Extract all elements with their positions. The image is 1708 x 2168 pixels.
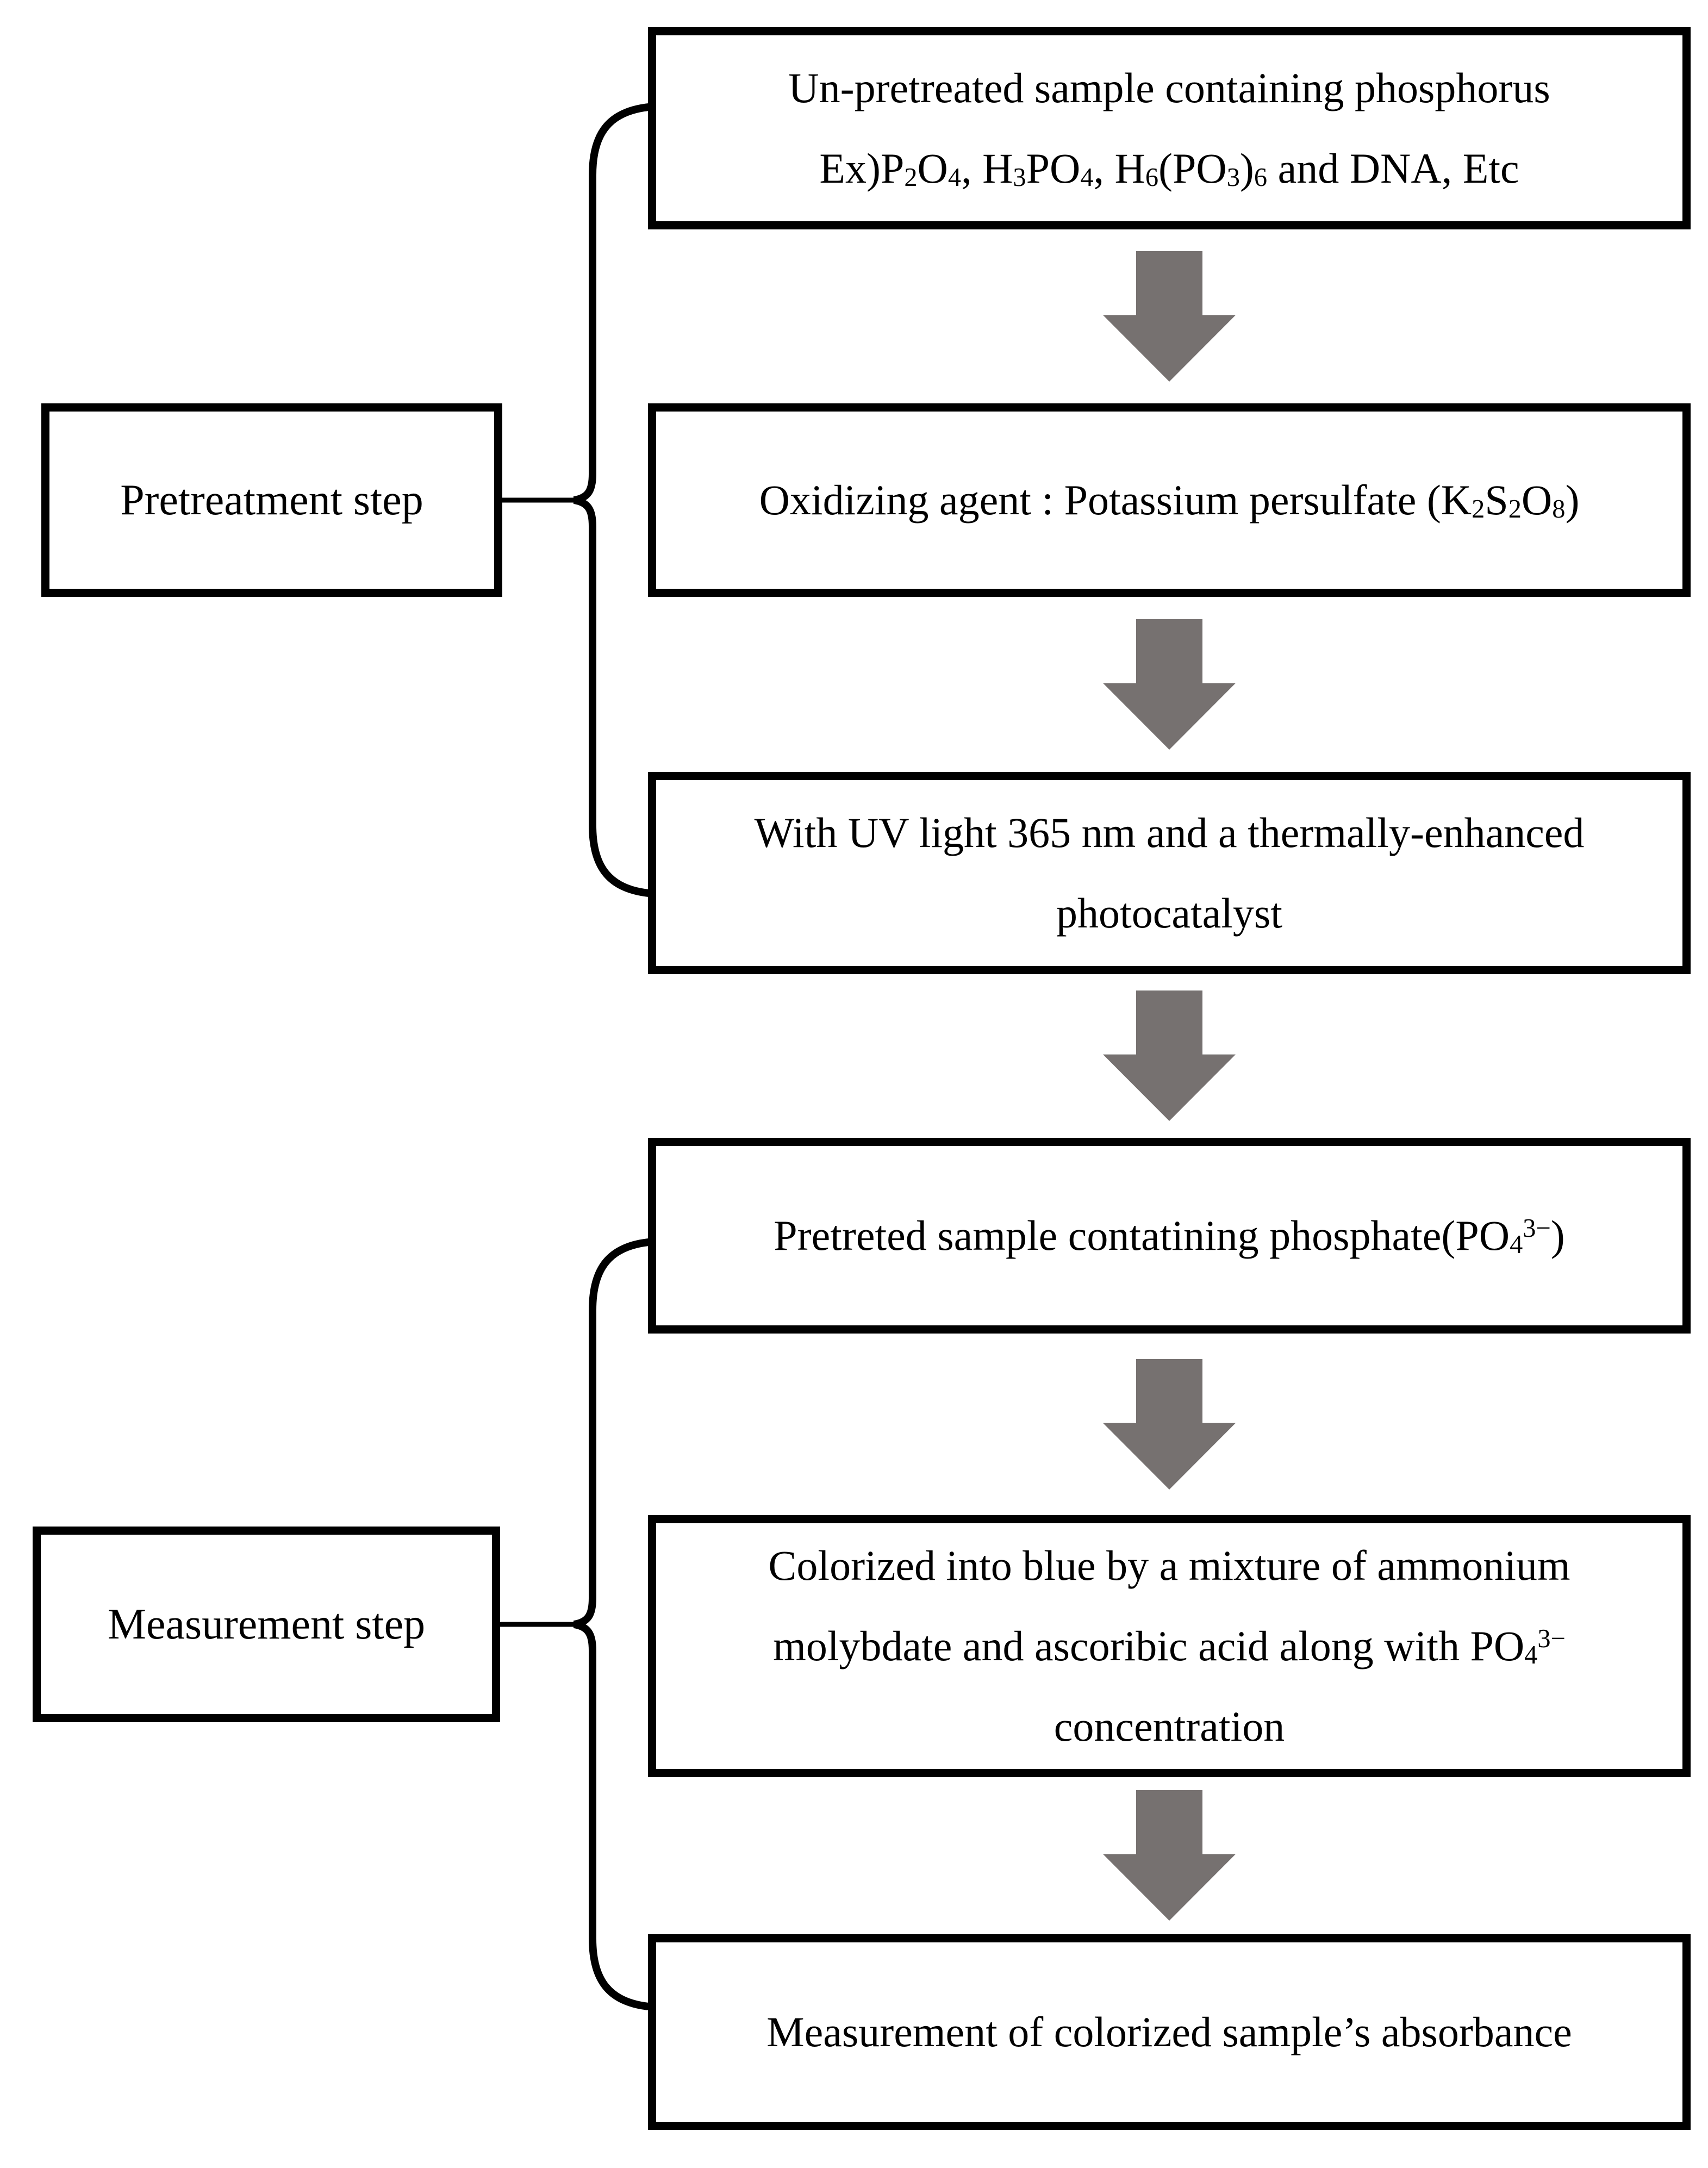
pretreatment-step-label: Pretreatment step bbox=[120, 476, 423, 524]
step-text-line: Ex)P2O4, H3PO4, H6(PO3)6 and DNA, Etc bbox=[819, 145, 1519, 192]
measurement-step-label-box: Measurement step bbox=[33, 1527, 500, 1722]
down-arrow-icon bbox=[1103, 1359, 1236, 1490]
down-arrow-icon bbox=[1103, 619, 1236, 750]
measurement-step-label: Measurement step bbox=[107, 1600, 426, 1648]
down-arrow-icon bbox=[1103, 990, 1236, 1121]
down-arrow-icon bbox=[1103, 1790, 1236, 1921]
step-box-oxidizing-agent: Oxidizing agent : Potassium persulfate (… bbox=[648, 403, 1691, 597]
step-text-line: molybdate and ascoribic acid along with … bbox=[773, 1622, 1566, 1669]
step-text-line: Pretreted sample contatining phosphate(P… bbox=[774, 1212, 1565, 1259]
step-text-line: Un-pretreated sample containing phosphor… bbox=[788, 64, 1550, 111]
down-arrow-icon bbox=[1103, 251, 1236, 382]
step-box-unpretreated-sample: Un-pretreated sample containing phosphor… bbox=[648, 27, 1691, 229]
step-text-line: Measurement of colorized sample’s absorb… bbox=[766, 2008, 1572, 2055]
measurement-brace bbox=[573, 1238, 656, 2011]
step-text-line: concentration bbox=[1054, 1703, 1285, 1750]
step-box-colorized-blue: Colorized into blue by a mixture of ammo… bbox=[648, 1515, 1691, 1777]
step-box-absorbance-measurement: Measurement of colorized sample’s absorb… bbox=[648, 1934, 1691, 2130]
step-box-pretreated-sample: Pretreted sample contatining phosphate(P… bbox=[648, 1138, 1691, 1334]
pretreatment-step-label-box: Pretreatment step bbox=[41, 403, 502, 597]
step-text-line: Oxidizing agent : Potassium persulfate (… bbox=[759, 476, 1580, 524]
pretreatment-brace bbox=[573, 103, 656, 898]
step-text-line: photocatalyst bbox=[1056, 889, 1282, 937]
step-text-line: With UV light 365 nm and a thermally-enh… bbox=[754, 809, 1585, 856]
step-text-line: Colorized into blue by a mixture of ammo… bbox=[768, 1542, 1570, 1589]
step-box-uv-light-photocatalyst: With UV light 365 nm and a thermally-enh… bbox=[648, 772, 1691, 974]
